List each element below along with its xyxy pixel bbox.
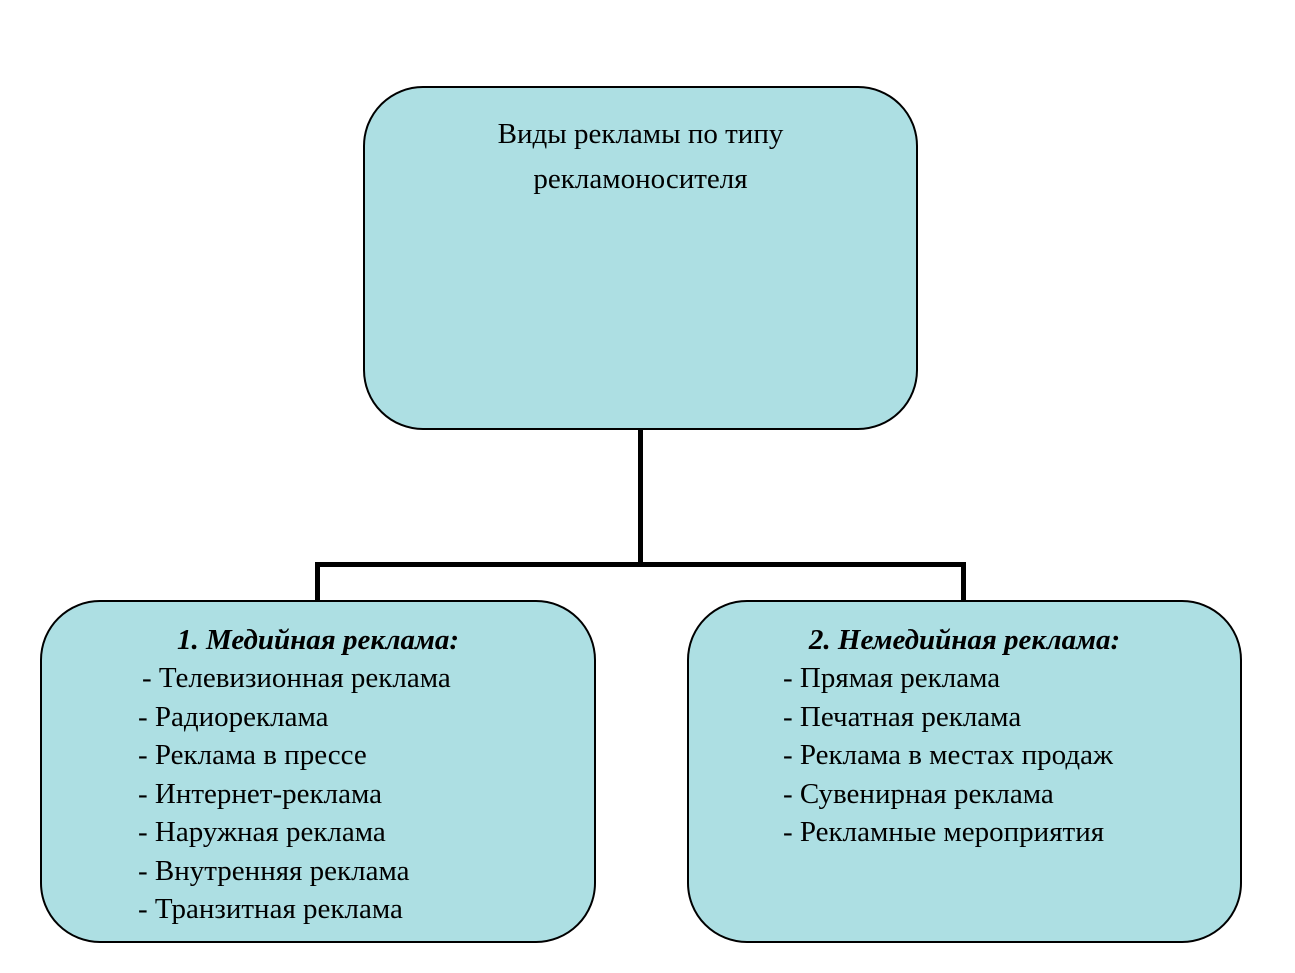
list-item: - Транзитная реклама xyxy=(138,893,403,925)
list-item: - Радиореклама xyxy=(138,700,329,733)
list-item: - Внутренняя реклама xyxy=(138,854,410,887)
list-item: - Реклама в прессе xyxy=(138,739,367,771)
root-title-line-1: Виды рекламы по типу xyxy=(497,118,784,150)
list-item: - Реклама в местах продаж xyxy=(783,739,1113,771)
list-item: - Сувенирная реклама xyxy=(783,777,1054,810)
connector-vertical-left xyxy=(315,562,320,601)
list-item: - Наружная реклама xyxy=(138,816,386,848)
branch-node-non-media: 2. Немедийная реклама: - Прямая реклама … xyxy=(687,600,1242,943)
branch-node-media: 1. Медийная реклама: - Телевизионная рек… xyxy=(40,600,596,943)
root-title-line-2: рекламоносителя xyxy=(533,163,748,195)
branch-heading: 1. Медийная реклама: xyxy=(176,624,459,656)
list-item: - Телевизионная реклама xyxy=(142,662,451,694)
branch-item-list: - Телевизионная реклама - Радиореклама -… xyxy=(138,659,451,929)
list-item: - Интернет-реклама xyxy=(138,777,382,810)
connector-horizontal xyxy=(315,562,966,567)
connector-vertical-right xyxy=(961,562,966,601)
branch-heading: 2. Немедийная реклама: xyxy=(808,624,1121,656)
list-item: - Печатная реклама xyxy=(783,700,1022,733)
list-item: - Прямая реклама xyxy=(783,662,1001,694)
branch-item-list: - Прямая реклама - Печатная реклама - Ре… xyxy=(783,659,1113,852)
root-node: Виды рекламы по типу рекламоносителя xyxy=(363,86,918,430)
connector-vertical-root xyxy=(638,429,643,567)
list-item: - Рекламные мероприятия xyxy=(783,816,1105,848)
